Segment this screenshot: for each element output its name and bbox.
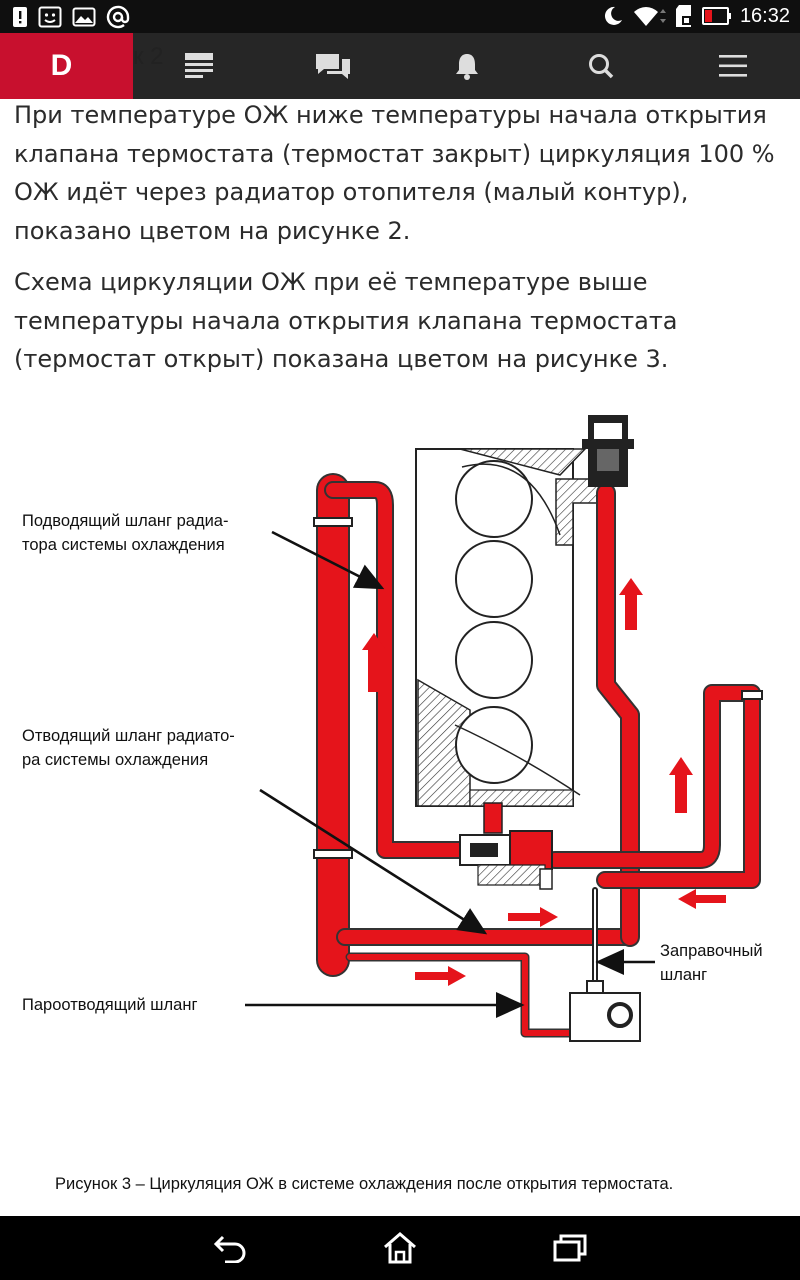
label-return-hose: Отводящий шланг радиато- ра системы охла… [22,724,235,772]
menu-button[interactable] [693,33,773,99]
paragraph-line: клапана термостата (термостат закрыт) ци… [14,139,775,168]
home-icon [384,1232,416,1264]
home-button[interactable] [370,1224,430,1272]
diagram-drawing [245,415,763,1042]
clock: 16:32 [739,4,790,27]
label-filler-hose: Заправочный шланг [660,939,763,987]
figure-caption: Рисунок 3 – Циркуляция ОЖ в системе охла… [55,1175,674,1193]
menu-icon [719,55,747,77]
feed-button[interactable] [159,33,239,99]
paragraph-line: Схема циркуляции ОЖ при её температуре в… [14,268,648,296]
wifi-icon [633,7,666,26]
status-bar: 16:32 [0,0,800,33]
search-icon [589,54,614,79]
status-bar-notifications [12,5,130,29]
back-button[interactable] [200,1224,260,1272]
system-navigation-bar [0,1216,800,1280]
hose-clamps [313,517,763,859]
label-vapor-hose: Пароотводящий шланг [22,996,198,1014]
search-button[interactable] [561,33,641,99]
cooling-system-diagram: Подводящий шланг радиа- тора системы охл… [0,395,800,1215]
paragraph-line: При температуре ОЖ ниже температуры нача… [14,101,767,129]
alert-icon [13,7,27,27]
moon-icon [604,6,622,25]
thermostat-housing [582,415,634,487]
recents-icon [553,1234,587,1262]
paragraph-line: ОЖ идёт через радиатор отопителя (малый … [14,178,689,206]
gallery-icon [72,7,96,27]
notifications-button[interactable] [427,33,507,99]
label-line: тора системы охлаждения [22,536,225,554]
paragraph-line: показано цветом на рисунке 2. [14,216,411,245]
screenshot-icon [38,6,62,28]
battery-icon [701,7,731,25]
paragraph-line: температуры начала открытия клапана терм… [14,306,678,335]
label-line: Заправочный [660,942,763,960]
label-line: Отводящий шланг радиато- [22,727,235,745]
label-line: шланг [660,966,708,984]
feed-icon [185,53,213,78]
bell-icon [456,54,478,80]
recents-button[interactable] [540,1224,600,1272]
paragraph-line: (термостат открыт) показана цветом на ри… [14,345,669,373]
logo-text: D [50,49,73,82]
at-sign-icon [106,5,130,29]
status-bar-system: 16:32 [602,4,790,28]
expansion-tank [569,980,641,1042]
drive2-logo[interactable]: D [0,33,133,99]
engine-block [415,448,601,807]
sd-card-icon [675,5,691,27]
messages-button[interactable] [293,33,373,99]
article-paragraph-2: Схема циркуляции ОЖ при её температуре в… [14,263,784,379]
leader-lines [245,530,655,1018]
label-line: ра системы охлаждения [22,751,209,769]
previous-heading-fragment: к 2 [133,43,164,70]
coolant-hoses [316,473,761,1038]
chat-icon [316,54,350,79]
back-icon [213,1235,246,1263]
article-paragraph-1: При температуре ОЖ ниже температуры нача… [14,96,784,250]
thermostat-valve [459,802,553,890]
app-bar: к 2 D [0,33,800,99]
flow-arrows [362,578,726,986]
label-line: Подводящий шланг радиа- [22,512,229,530]
label-supply-hose: Подводящий шланг радиа- тора системы охл… [22,509,228,557]
